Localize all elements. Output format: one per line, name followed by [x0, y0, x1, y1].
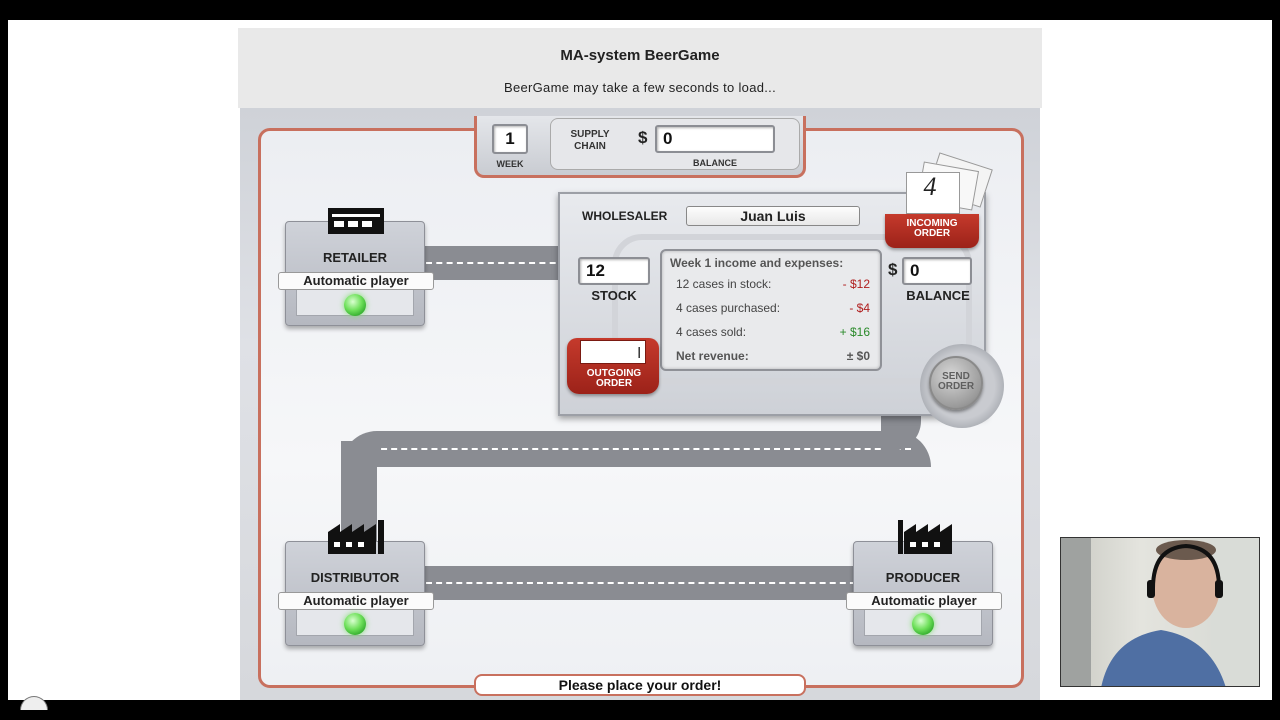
envelope-stack: [904, 152, 994, 220]
distributor-player: Automatic player: [278, 592, 434, 610]
page-header: MA-system BeerGame BeerGame may take a f…: [238, 28, 1042, 108]
page-title: MA-system BeerGame: [560, 47, 720, 64]
supply-chain-label: SUPPLY CHAIN: [570, 129, 610, 152]
road-marking: [371, 448, 911, 450]
wholesaler-label: WHOLESALER: [582, 209, 668, 223]
webcam-overlay: [1060, 537, 1260, 687]
ledger-row-label: 4 cases purchased:: [676, 301, 781, 315]
distributor-name: DISTRIBUTOR: [310, 570, 400, 585]
text-cursor-icon: I: [637, 344, 642, 362]
producer-name: PRODUCER: [885, 570, 961, 585]
incoming-order-tag: INCOMING ORDER: [885, 214, 979, 248]
wholesaler-currency: $: [888, 260, 898, 279]
ledger-row-label: 4 cases sold:: [676, 325, 747, 339]
ledger-row-label: 12 cases in stock:: [676, 277, 772, 291]
send-order-label: SEND ORDER: [937, 371, 975, 392]
ledger-title: Week 1 income and expenses:: [670, 256, 844, 270]
retailer-status-led-icon: [344, 294, 366, 316]
week-label: WEEK: [496, 159, 524, 169]
stock-field: 12: [578, 257, 650, 285]
ledger-panel: [660, 249, 882, 371]
envelope-icon: [906, 172, 960, 214]
factory-icon: [898, 520, 952, 554]
road-marking: [426, 262, 566, 264]
ledger-row-amount: - $12: [842, 277, 870, 291]
producer-status-led-icon: [912, 613, 934, 635]
producer-player: Automatic player: [846, 592, 1002, 610]
wholesaler-balance-label: BALANCE: [906, 288, 970, 303]
net-revenue-amount: ± $0: [846, 349, 870, 363]
distributor-station: DISTRIBUTOR Automatic player: [278, 520, 434, 646]
loading-notice: BeerGame may take a few seconds to load.…: [503, 80, 776, 95]
outgoing-order-input[interactable]: [580, 340, 646, 364]
retailer-name: RETAILER: [322, 250, 388, 265]
retailer-player: Automatic player: [278, 272, 434, 290]
distributor-status-led-icon: [344, 613, 366, 635]
outgoing-order-label: OUTGOING ORDER: [586, 368, 642, 389]
wholesaler-balance-field: 0: [902, 257, 972, 285]
ledger-row-amount: + $16: [839, 325, 870, 339]
shop-icon: [328, 208, 384, 234]
supply-chain-balance-field: 0: [655, 125, 775, 153]
send-order-button[interactable]: SEND ORDER: [929, 356, 983, 410]
stock-label: STOCK: [591, 288, 637, 303]
retailer-station: RETAILER Automatic player: [278, 208, 434, 326]
presenter-image: [1061, 538, 1259, 686]
week-field: 1: [492, 124, 528, 154]
status-message: Please place your order!: [474, 674, 806, 696]
panel-inner-track: [612, 234, 972, 384]
supply-chain-currency: $: [638, 128, 648, 147]
factory-icon: [328, 520, 384, 554]
ledger-row-amount: - $4: [849, 301, 870, 315]
producer-station: PRODUCER Automatic player: [846, 520, 1002, 646]
net-revenue-label: Net revenue:: [676, 349, 749, 363]
incoming-order-value: 4: [923, 172, 937, 201]
road-marking: [426, 582, 866, 584]
supply-chain-balance-label: BALANCE: [693, 158, 737, 168]
beergame-canvas: 1 WEEK SUPPLY CHAIN $ 0 BALANCE WHOLESAL…: [240, 108, 1040, 700]
player-name-field: Juan Luis: [686, 206, 860, 226]
